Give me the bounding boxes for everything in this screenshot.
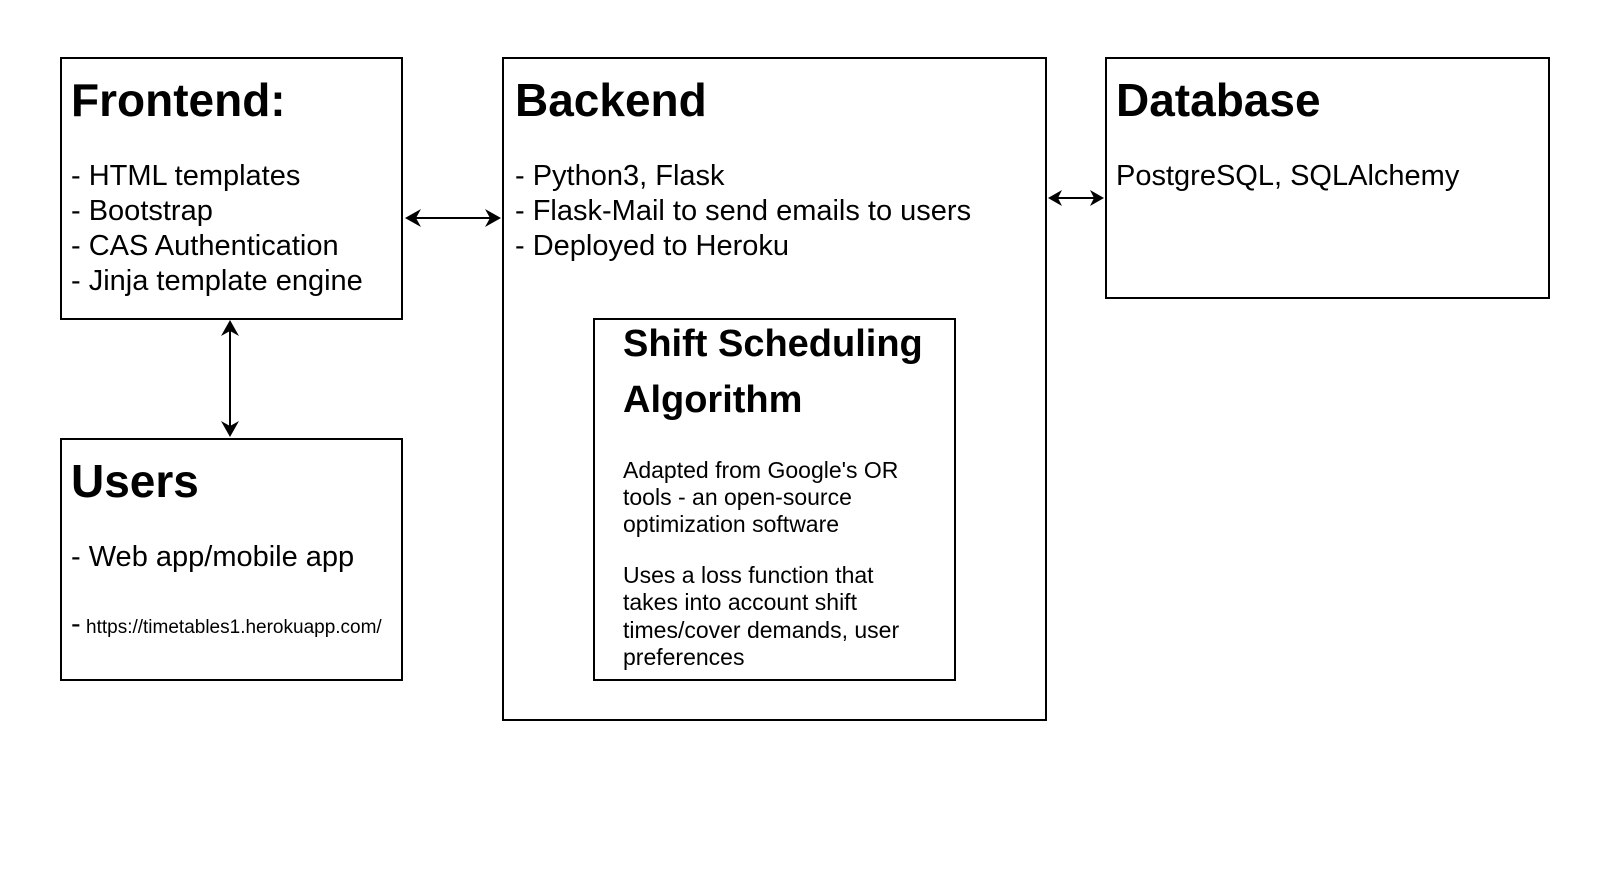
arrowhead-left-icon [1048,190,1062,206]
arrowhead-right-icon [1090,190,1104,206]
frontend-item: - Jinja template engine [71,265,363,297]
algorithm-text: takes into account shift [623,589,857,615]
algorithm-text: preferences [623,644,745,670]
users-box: Users - Web app/mobile app - https://tim… [60,438,403,681]
database-text: PostgreSQL, SQLAlchemy [1116,160,1460,192]
users-url-dash: - [71,608,81,640]
frontend-item: - Bootstrap [71,195,213,227]
algorithm-title-line1: Shift Scheduling [623,323,923,365]
database-box: Database PostgreSQL, SQLAlchemy [1105,57,1550,299]
algorithm-text: times/cover demands, user [623,617,900,643]
arrowhead-down-icon [221,421,239,437]
users-title: Users [71,455,199,507]
arrowhead-up-icon [221,320,239,336]
arrowhead-right-icon [485,209,501,227]
backend-item: - Flask-Mail to send emails to users [515,195,972,227]
users-url: https://timetables1.herokuapp.com/ [86,617,382,638]
algorithm-text: optimization software [623,511,840,537]
backend-item: - Deployed to Heroku [515,230,790,262]
algorithm-title-line2: Algorithm [623,379,803,421]
database-title: Database [1116,74,1321,126]
algorithm-text: tools - an open-source [623,484,852,510]
frontend-item: - CAS Authentication [71,230,339,262]
frontend-title: Frontend: [71,74,286,126]
arrowhead-left-icon [405,209,421,227]
algorithm-text: Adapted from Google's OR [623,457,899,483]
backend-title: Backend [515,74,707,126]
algorithm-text: Uses a loss function that [623,562,874,588]
frontend-item: - HTML templates [71,160,301,192]
frontend-box: Frontend: - HTML templates - Bootstrap -… [60,57,403,320]
backend-item: - Python3, Flask [515,160,725,192]
users-item: - Web app/mobile app [71,541,355,573]
algorithm-box: Shift Scheduling Algorithm Adapted from … [593,318,956,681]
